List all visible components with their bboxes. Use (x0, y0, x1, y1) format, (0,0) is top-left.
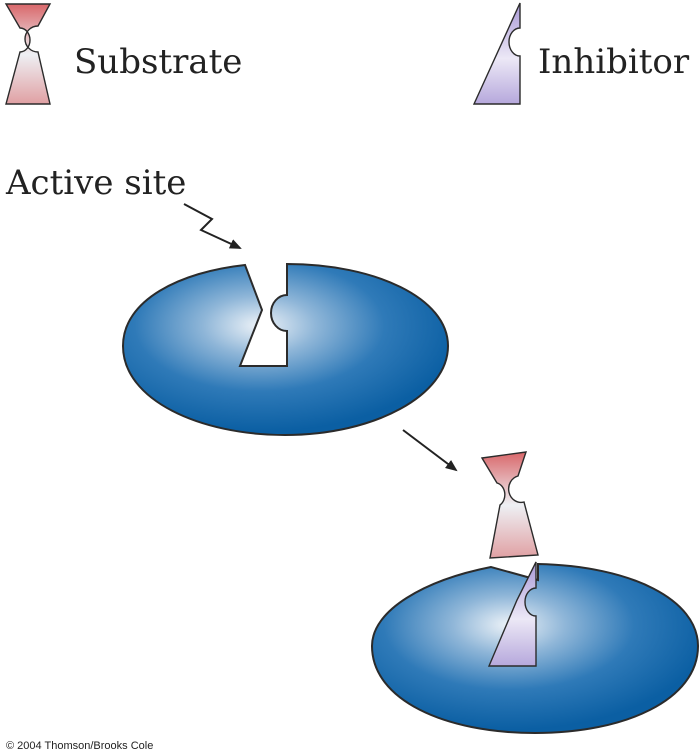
transition-arrow (402, 429, 458, 472)
substrate-shape-icon (4, 3, 52, 105)
active-site-arrow (183, 203, 242, 249)
copyright-credit: © 2004 Thomson/Brooks Cole (6, 740, 153, 752)
active-site-label: Active site (5, 163, 186, 203)
legend-substrate: Substrate (4, 3, 242, 105)
enzyme-free-body (121, 262, 450, 437)
legend-inhibitor: Inhibitor (472, 2, 690, 105)
enzyme-inhibited (370, 561, 699, 735)
inhibitor-bound (487, 561, 537, 667)
substrate-blocked (480, 451, 539, 559)
substrate-label: Substrate (74, 42, 242, 82)
enzyme-free (121, 262, 450, 437)
inhibitor-shape-icon (472, 2, 521, 105)
inhibitor-label: Inhibitor (538, 42, 690, 82)
